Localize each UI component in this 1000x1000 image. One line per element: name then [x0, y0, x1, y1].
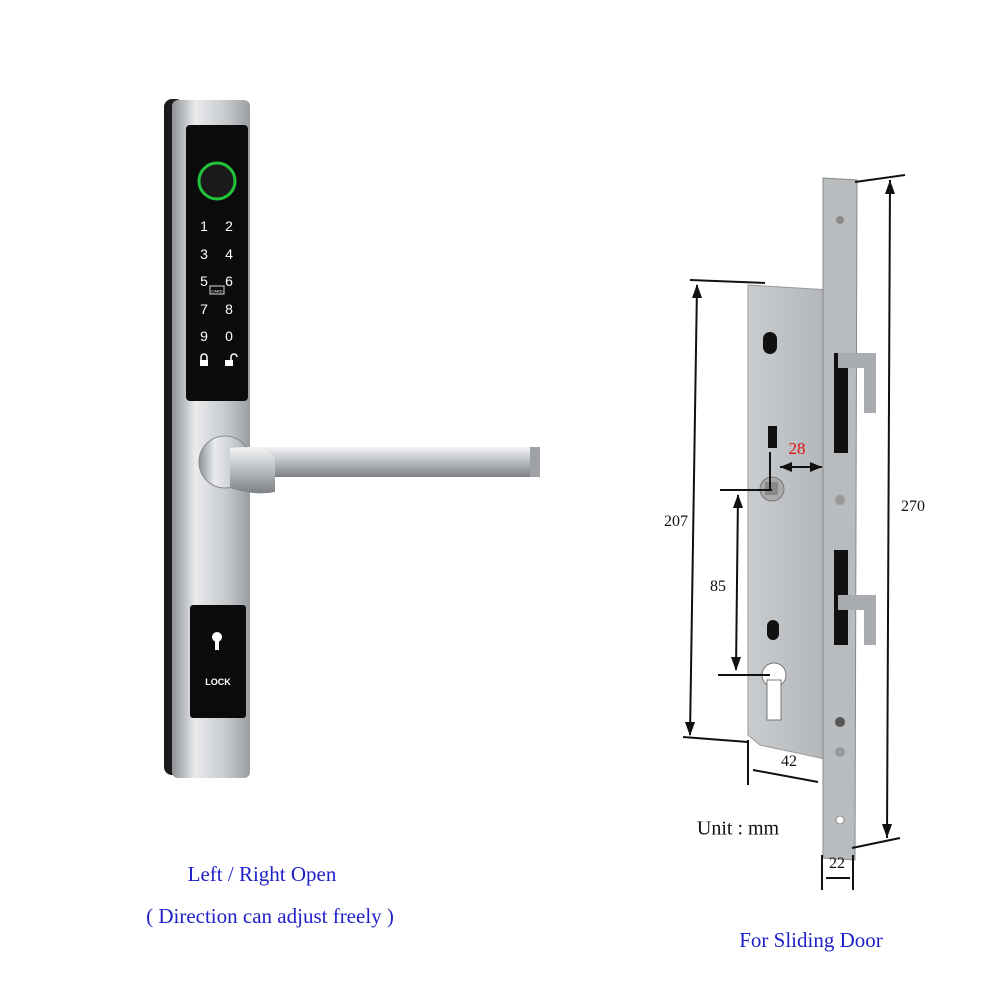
card-label: CARD — [211, 288, 223, 294]
key-9[interactable]: 9 — [200, 328, 208, 344]
dimension-28: 28 — [788, 439, 806, 458]
key-5[interactable]: 5 — [200, 273, 208, 289]
caption-open-direction: Left / Right Open — [187, 862, 337, 886]
key-3[interactable]: 3 — [200, 246, 208, 262]
caption-adjust: ( Direction can adjust freely ) — [146, 904, 394, 928]
key-1[interactable]: 1 — [200, 218, 208, 234]
lever-handle — [240, 447, 540, 477]
dimension-22: 22 — [829, 855, 845, 872]
key-8[interactable]: 8 — [225, 301, 233, 317]
key-icon — [212, 632, 222, 642]
dimension-lines — [682, 174, 906, 890]
key-7[interactable]: 7 — [200, 301, 208, 317]
dimension-207: 207 — [664, 513, 688, 530]
smart-lock-handle — [164, 99, 540, 778]
caption-sliding-door: For Sliding Door — [739, 928, 883, 952]
card-icon — [209, 285, 225, 295]
unit-label: Unit : mm — [696, 817, 780, 840]
dimension-270: 270 — [901, 498, 925, 515]
key-4[interactable]: 4 — [225, 246, 233, 262]
lock-panel — [190, 605, 246, 718]
keypad-panel — [186, 125, 248, 401]
lock-icon — [200, 360, 208, 366]
fingerprint-sensor-icon — [197, 161, 237, 201]
key-6[interactable]: 6 — [225, 273, 233, 289]
dimension-85: 85 — [710, 578, 726, 595]
key-2[interactable]: 2 — [225, 218, 233, 234]
dimension-42: 42 — [781, 753, 797, 770]
lock-label: LOCK — [205, 677, 231, 687]
unlock-icon — [225, 360, 233, 366]
mortise-lock — [747, 177, 876, 861]
key-0[interactable]: 0 — [225, 328, 233, 344]
